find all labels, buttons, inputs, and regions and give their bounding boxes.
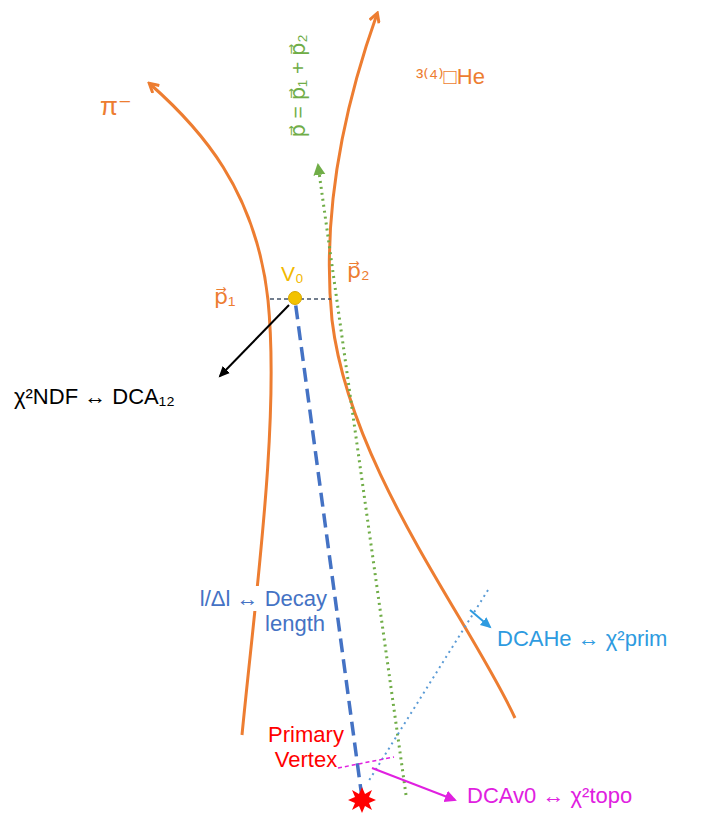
quantity-label: l/Δl ↔ Decay length [198, 586, 327, 636]
particle-label: ³⁽⁴⁾□He [416, 64, 485, 89]
momentum-label-box: p⃗₁ [214, 284, 235, 309]
vertex-label: Primary Vertex [268, 722, 344, 772]
vertex-label-box: Primary Vertex [260, 722, 352, 773]
vertex-label-box: V₀ [281, 262, 304, 286]
decay-vertex-dot [289, 292, 302, 305]
dca-he-line [368, 590, 488, 782]
leader-arrow [372, 768, 455, 800]
primary-vertex-star [348, 787, 376, 813]
particle-label: π⁻ [100, 91, 132, 121]
dca-daughter-line [270, 298, 290, 300]
helium-track [329, 14, 515, 718]
momentum-line [318, 165, 406, 795]
momentum-label: p⃗₁ [214, 284, 235, 309]
dca-v0-line [338, 757, 394, 768]
quantity-label: DCAv0 ↔ χ²topo [467, 783, 632, 808]
particle-label-box: ³⁽⁴⁾□He [416, 64, 485, 89]
quantity-label-box: χ²NDF ↔ DCA₁₂ [14, 384, 175, 409]
quantity-label-box: DCAHe ↔ χ²prim [497, 626, 667, 651]
momentum-label: p⃗ = p⃗₁ + p⃗₂ [286, 34, 309, 137]
vertex-label: V₀ [281, 262, 304, 285]
leader-arrow [220, 305, 289, 376]
quantity-label: DCAHe ↔ χ²prim [497, 626, 667, 651]
quantity-label-box: l/Δl ↔ Decay length [167, 586, 327, 637]
quantity-label-box: DCAv0 ↔ χ²topo [467, 783, 632, 808]
leader-arrow [470, 610, 490, 627]
pion-track [150, 84, 271, 735]
momentum-label-box: p⃗₂ [347, 258, 370, 283]
particle-label-box: π⁻ [100, 92, 132, 122]
dca-daughter-line [300, 298, 331, 300]
momentum-label: p⃗₂ [347, 258, 370, 283]
momentum-label-box: p⃗ = p⃗₁ + p⃗₂ [286, 34, 310, 137]
quantity-label: χ²NDF ↔ DCA₁₂ [14, 384, 175, 409]
